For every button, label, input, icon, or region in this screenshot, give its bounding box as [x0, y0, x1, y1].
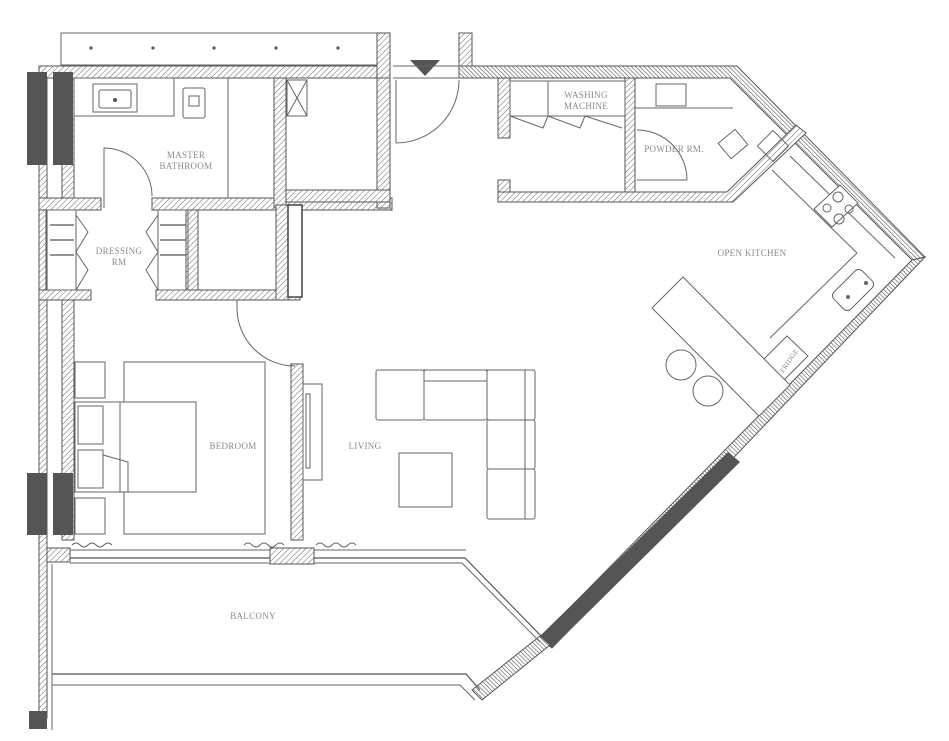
sofa-seat [486, 419, 536, 470]
pillow [77, 405, 104, 445]
bar-stool [692, 375, 724, 407]
label-dressing-rm-2: RM [112, 257, 127, 267]
sofa-seat [375, 369, 425, 421]
label-dressing-rm-1: DRESSING [96, 246, 143, 256]
window-block [27, 72, 47, 165]
planter-strip [60, 32, 380, 66]
bedroom-furniture [74, 361, 323, 535]
label-washing-machine-2: MACHINE [564, 101, 608, 111]
entrance-arrow-icon [410, 60, 440, 76]
dressing-wardrobes [45, 209, 189, 291]
living-furniture [375, 369, 536, 520]
kitchen-island [651, 276, 791, 417]
label-powder-rm: POWDER RM. [644, 144, 704, 154]
entrance [393, 60, 460, 144]
label-washing-machine-1: WASHING [564, 90, 608, 100]
nightstand [74, 361, 106, 399]
sofa-seat [486, 468, 536, 520]
label-balcony: BALCONY [230, 611, 276, 621]
sofa-seat [423, 369, 488, 421]
balcony [46, 542, 546, 730]
pillow [77, 449, 104, 489]
tv-unit [302, 383, 323, 481]
toilet-icon [182, 87, 206, 119]
kitchen-walls [497, 77, 807, 203]
bathroom-door-swing [103, 147, 153, 208]
label-bedroom: BEDROOM [209, 441, 256, 451]
glazing-block [540, 452, 740, 648]
label-living: LIVING [349, 441, 382, 451]
label-open-kitchen: OPEN KITCHEN [718, 248, 787, 258]
sink-icon [655, 83, 687, 107]
entrance-door-swing [395, 79, 460, 144]
kitchen-counter [651, 155, 896, 417]
window-block [53, 473, 73, 535]
nightstand [74, 497, 106, 535]
bedroom-door-swing [236, 307, 296, 367]
master-bathroom-fixtures [73, 77, 229, 208]
window-block [53, 72, 73, 165]
bed [74, 401, 197, 493]
cooktop-icon [813, 184, 859, 228]
toilet-icon [717, 128, 749, 160]
label-master-bathroom-1: MASTER [167, 150, 205, 160]
exterior-walls [27, 32, 927, 729]
window-block [27, 473, 47, 535]
room-labels: MASTER BATHROOM DRESSING RM WASHING MACH… [96, 90, 801, 621]
label-master-bathroom-2: BATHROOM [160, 161, 213, 171]
interior-walls [38, 77, 393, 541]
kitchen-sink-icon [831, 268, 875, 312]
powder-door-swing [636, 129, 688, 181]
sofa-seat [486, 369, 536, 421]
bar-stool [665, 349, 697, 381]
coffee-table [398, 452, 453, 508]
